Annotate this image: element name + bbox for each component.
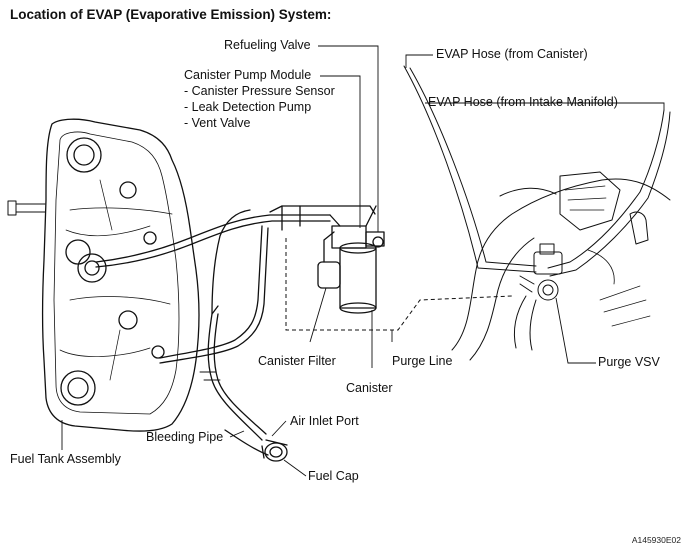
leader-lines (61, 45, 665, 477)
label-leak-detection-pump: - Leak Detection Pump (184, 100, 312, 114)
label-canister-pump-module: Canister Pump Module (184, 68, 312, 82)
label-evap-hose-intake: EVAP Hose (from Intake Manifold) (428, 95, 618, 109)
canister-drawing (317, 205, 385, 314)
label-canister-filter: Canister Filter (258, 354, 336, 368)
label-fuel-cap: Fuel Cap (308, 469, 359, 483)
diagram-title: Location of EVAP (Evaporative Emission) … (10, 7, 332, 22)
figure-code: A145930E02 (631, 535, 681, 545)
label-vent-valve: - Vent Valve (184, 116, 251, 130)
label-purge-line: Purge Line (392, 354, 453, 368)
label-refueling-valve: Refueling Valve (224, 38, 311, 52)
fuel-cap-drawing (261, 439, 288, 462)
label-canister-pressure-sensor: - Canister Pressure Sensor (184, 84, 335, 98)
label-purge-vsv: Purge VSV (598, 355, 660, 369)
fuel-tank-drawing (7, 118, 200, 432)
label-fuel-tank-assembly: Fuel Tank Assembly (10, 452, 121, 466)
vapor-pipes (95, 205, 376, 456)
engine-bay-drawing (403, 65, 671, 361)
label-air-inlet-port: Air Inlet Port (290, 414, 359, 428)
label-canister: Canister (346, 381, 393, 395)
label-evap-hose-canister: EVAP Hose (from Canister) (436, 47, 588, 61)
label-bleeding-pipe: Bleeding Pipe (146, 430, 224, 444)
purge-line-path (285, 238, 513, 331)
